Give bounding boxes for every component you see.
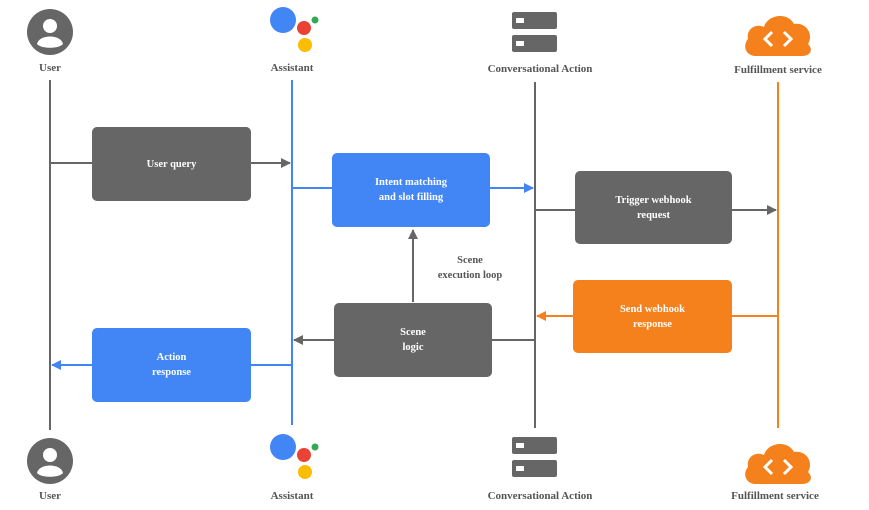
- scene-logic-text-1: Scene: [400, 327, 426, 338]
- action-response-text-2: response: [152, 367, 191, 378]
- intent-matching-text-1: Intent matching: [374, 177, 448, 188]
- assistant-label: Assistant: [270, 490, 314, 502]
- user-label: User: [39, 62, 61, 74]
- action-response-box: Action response: [92, 328, 251, 402]
- server-icon: [512, 437, 557, 477]
- intent-matching-text-2: and slot filling: [378, 192, 444, 203]
- action-response-text-1: Action: [156, 352, 187, 363]
- scene-loop-text-2: execution loop: [437, 270, 503, 281]
- send-webhook-text-1: Send webhook: [619, 303, 686, 315]
- person-icon: [27, 438, 73, 484]
- action-label: Conversational Action: [487, 490, 593, 502]
- assistant-label: Assistant: [270, 62, 314, 74]
- trigger-webhook-text-1: Trigger webhook: [615, 194, 692, 206]
- scene-logic-box: Scene logic: [334, 303, 492, 377]
- google-assistant-icon: [270, 434, 319, 479]
- fulfillment-label: Fulfillment service: [734, 64, 822, 76]
- user-query-box: User query: [92, 127, 251, 201]
- cloud-code-icon: [745, 444, 811, 484]
- fulfillment-label: Fulfillment service: [731, 490, 819, 502]
- server-icon: [512, 12, 557, 52]
- scene-loop-label: Scene execution loop: [420, 253, 520, 283]
- google-assistant-icon: [270, 7, 319, 52]
- user-query-text: User query: [146, 158, 197, 170]
- user-label: User: [39, 490, 61, 502]
- scene-loop-text-1: Scene: [457, 255, 483, 266]
- cloud-code-icon: [745, 16, 811, 56]
- scene-logic-text-2: logic: [402, 342, 424, 353]
- trigger-webhook-box: Trigger webhook request: [575, 171, 732, 244]
- send-webhook-box: Send webhook response: [573, 280, 732, 353]
- send-webhook-text-2: response: [633, 318, 672, 330]
- person-icon: [27, 9, 73, 55]
- action-label: Conversational Action: [487, 63, 593, 75]
- trigger-webhook-text-2: request: [636, 209, 671, 221]
- intent-matching-box: Intent matching and slot filling: [332, 153, 490, 227]
